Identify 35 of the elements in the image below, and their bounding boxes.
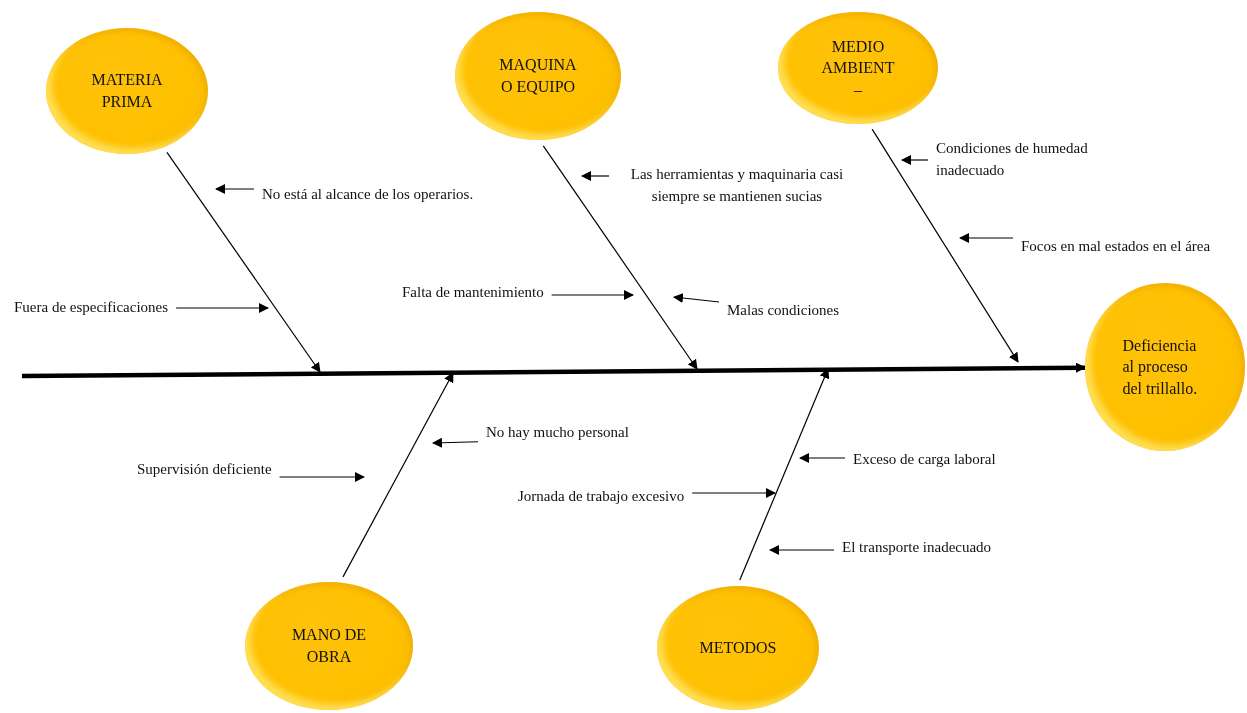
arrow [959,233,1014,243]
cause-text: Condiciones de humedad inadecuado [928,138,1134,182]
arrow [542,145,698,370]
arrow [769,545,835,555]
arrow [22,362,1086,379]
cause-text: El transporte inadecuado [834,537,1000,559]
category-label: MEDIO AMBIENT – [820,36,896,100]
cause-text: Fuera de especificaciones [6,297,177,319]
cause-text: Falta de mantenimiento [394,282,552,304]
cause-text: No está al alcance de los operarios. [254,184,482,206]
cause-text: Exceso de carga laboral [845,449,1004,471]
arrow [871,128,1019,363]
cause-text: Las herramientas y maquinaria casi siempre se mantienen sucias [609,164,865,208]
arrow [166,151,321,373]
cause-text: Focos en mal estados en el área [1013,236,1219,258]
cause-text: Jornada de trabajo excesivo [510,486,693,508]
arrow [551,290,634,300]
arrow [175,303,269,313]
arrow [581,171,610,181]
arrow [215,184,255,194]
arrow [901,155,929,165]
category-label: MANO DE OBRA [290,625,368,667]
cause-text: Malas condiciones [719,300,848,322]
arrow [799,453,846,463]
cause-text: Supervisión deficiente [129,459,280,481]
arrow [342,372,454,578]
arrow [432,437,479,448]
arrow [691,488,776,498]
arrow [673,293,720,303]
cause-text: No hay mucho personal [478,422,637,444]
category-label: METODOS [699,638,777,659]
category-label: MATERIA PRIMA [90,70,164,112]
category-label: Deficiencia al proceso del trillallo. [1122,335,1199,399]
category-label: MAQUINA O EQUIPO [498,55,578,97]
arrow [278,472,365,482]
